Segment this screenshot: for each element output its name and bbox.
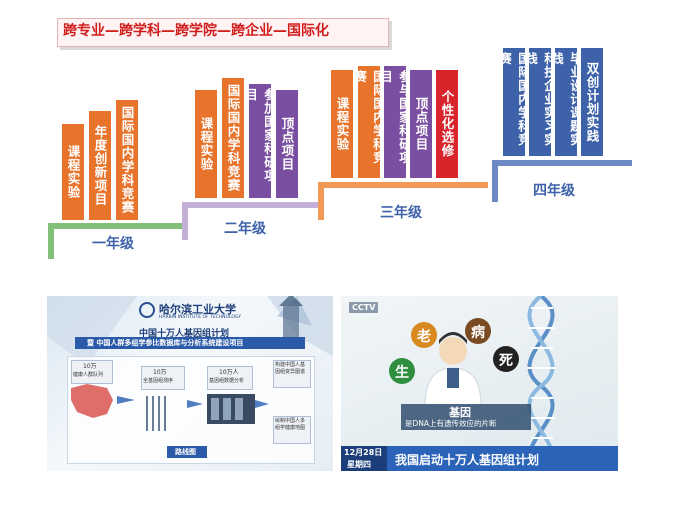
- news-headline: 我国启动十万人基因组计划: [395, 453, 540, 467]
- photo-cctv-news-frame: CCTV 生 老 病 死 基因 是DNA上有遗传效应的片断 12月28日 星期四…: [341, 296, 618, 471]
- step-grade-2: [182, 202, 322, 208]
- slide-background-pattern: [47, 296, 333, 366]
- grade-1-item-3: 国际国内学科竞赛: [116, 100, 138, 220]
- step-grade-3-riser: [318, 182, 324, 220]
- bubble-lao: [411, 322, 437, 348]
- grade-4-label: 四年级: [533, 183, 575, 199]
- bubble-si-text: 死: [499, 353, 513, 369]
- step-grade-4: [492, 160, 632, 166]
- route-label-box: [167, 446, 207, 458]
- grade-4-item-4: 双创计划实践: [581, 48, 603, 156]
- grade-4-item-3: 毕业设计课题实践: [549, 48, 583, 156]
- box-variation-map-text: 构建中国人基因组变异图谱: [275, 362, 306, 375]
- cctv-logo: CCTV: [349, 302, 379, 313]
- step-box-cohort: [71, 360, 113, 384]
- grade-2-item-2: 国际国内学科竞赛: [222, 78, 244, 198]
- step-analysis-label: 基因组数据分析: [209, 378, 245, 384]
- box-health-map-text: 绘制中国人多组学健康地图: [275, 418, 306, 431]
- slide-subtitle-bar: [75, 337, 305, 349]
- news-date: 12月28日: [344, 448, 383, 457]
- step-sequencing-num: 10万: [153, 369, 167, 376]
- roadmap-illustrations: [71, 384, 269, 431]
- grade-2-item-3: 参加国家科研项目: [243, 84, 277, 198]
- step-grade-4-riser: [492, 160, 498, 202]
- bubble-lao-text: 老: [417, 329, 431, 345]
- step-grade-1: [48, 223, 188, 229]
- grade-1-item-1: 课程实验: [62, 124, 84, 220]
- grade-2-item-4: 顶点项目: [276, 90, 298, 198]
- step-sequencing-label: 全基因组测序: [143, 378, 174, 384]
- step-grade-2-riser: [182, 202, 188, 240]
- news-date-box: [341, 446, 387, 471]
- grade-2-label: 二年级: [224, 221, 266, 237]
- route-label: 路线图: [175, 448, 196, 456]
- step-cohort-num: 10万: [83, 363, 97, 370]
- grade-3-label: 三年级: [380, 205, 422, 221]
- gene-description: 是DNA上有遗传效应的片断: [405, 419, 497, 428]
- grade-4-item-1: 国际国内学科竞赛: [497, 48, 531, 156]
- bubble-si: [493, 346, 519, 372]
- grade-3-item-1: 课程实验: [331, 70, 353, 178]
- gene-caption-box: [401, 404, 531, 430]
- bubble-bing-text: 病: [471, 325, 485, 341]
- step-grade-3: [318, 182, 488, 188]
- grade-3-item-5: 个性化选修: [436, 70, 458, 178]
- step-cohort-label: 健康人群队列: [73, 372, 104, 378]
- university-name: 哈尔滨工业大学: [159, 303, 236, 316]
- grade-1-label: 一年级: [92, 236, 134, 252]
- slide-title: 中国十万人基因组计划: [139, 329, 230, 339]
- news-weekday: 星期四: [347, 460, 371, 469]
- photo-genome-plan-slide: 哈尔滨工业大学 HARBIN INSTITUTE OF TECHNOLOGY 中…: [47, 296, 333, 471]
- banner-box: [57, 18, 389, 47]
- bubble-bing: [465, 318, 491, 344]
- step-box-sequencing: [141, 366, 185, 390]
- banner-title: 跨专业—跨学科—跨学院—跨企业—国际化: [63, 23, 329, 39]
- slide-subtitle: 暨 中国人群多组学参比数据库与分析系统建设项目: [87, 339, 244, 347]
- news-headline-bar: [387, 446, 618, 471]
- box-health-map: [273, 416, 311, 444]
- grade-3-item-3: 参与国家科研项目: [378, 66, 412, 178]
- grade-3-item-4: 顶点项目: [410, 70, 432, 178]
- grade-1-item-2: 年度创新项目: [89, 111, 111, 220]
- bubble-sheng-text: 生: [395, 365, 409, 381]
- gene-title: 基因: [449, 406, 471, 419]
- step-analysis-num: 10万人: [219, 369, 239, 376]
- step-box-analysis: [207, 366, 253, 390]
- university-logo-icon: [139, 302, 155, 318]
- box-variation-map: [273, 360, 311, 388]
- bubble-sheng: [389, 358, 415, 384]
- step-grade-1-riser: [48, 223, 54, 259]
- university-name-en: HARBIN INSTITUTE OF TECHNOLOGY: [159, 315, 241, 320]
- grade-2-item-1: 课程实验: [195, 90, 217, 198]
